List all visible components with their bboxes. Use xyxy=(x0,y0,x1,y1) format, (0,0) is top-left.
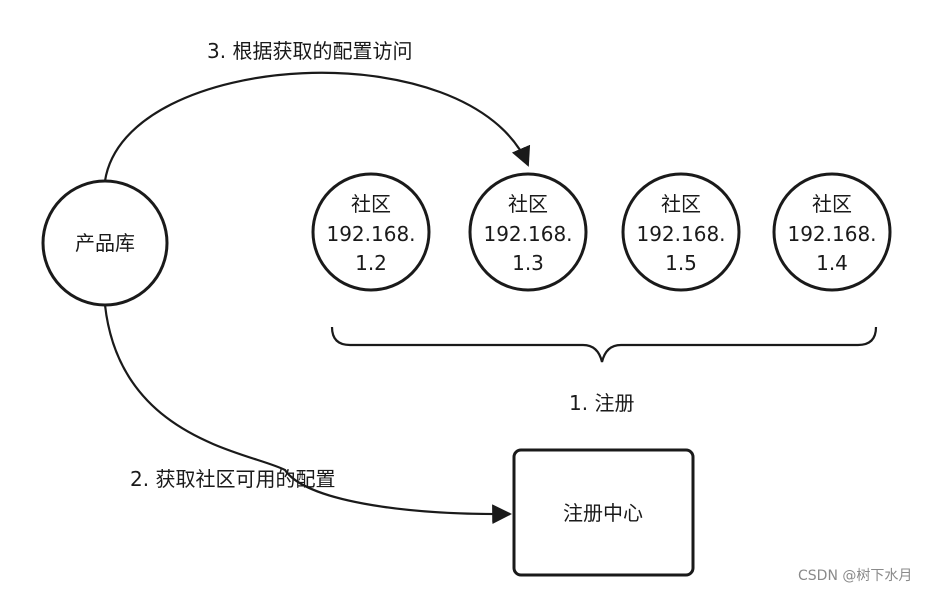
community-group-brace xyxy=(330,326,878,363)
community-node-1-title: 社区 xyxy=(351,192,391,216)
community-node-1-ip-b: 1.2 xyxy=(355,251,387,275)
product-db-node: 产品库 xyxy=(41,179,169,307)
watermark-text: CSDN @树下水月 xyxy=(798,568,912,584)
registry-node: 注册中心 xyxy=(512,448,695,577)
community-node-3-title: 社区 xyxy=(661,192,701,216)
product-db-label: 产品库 xyxy=(75,231,135,255)
community-node-2: 社区 192.168. 1.3 xyxy=(468,172,588,292)
community-node-4: 社区 192.168. 1.4 xyxy=(772,172,892,292)
community-node-1-ip-a: 192.168. xyxy=(326,222,415,246)
step3-label: 3. 根据获取的配置访问 xyxy=(207,39,412,63)
step3-arrow xyxy=(103,71,531,182)
community-node-4-ip-b: 1.4 xyxy=(816,251,848,275)
step2-label: 2. 获取社区可用的配置 xyxy=(130,467,335,491)
step2-arrow xyxy=(103,304,512,525)
registry-label: 注册中心 xyxy=(563,501,643,525)
community-node-2-ip-b: 1.3 xyxy=(512,251,544,275)
community-node-3-ip-b: 1.5 xyxy=(665,251,697,275)
community-node-3-ip-a: 192.168. xyxy=(636,222,725,246)
step1-label: 1. 注册 xyxy=(569,391,634,415)
community-node-1: 社区 192.168. 1.2 xyxy=(311,172,431,292)
community-node-2-title: 社区 xyxy=(508,192,548,216)
community-node-2-ip-a: 192.168. xyxy=(483,222,572,246)
community-node-4-ip-a: 192.168. xyxy=(787,222,876,246)
community-node-3: 社区 192.168. 1.5 xyxy=(621,172,741,292)
community-node-4-title: 社区 xyxy=(812,192,852,216)
